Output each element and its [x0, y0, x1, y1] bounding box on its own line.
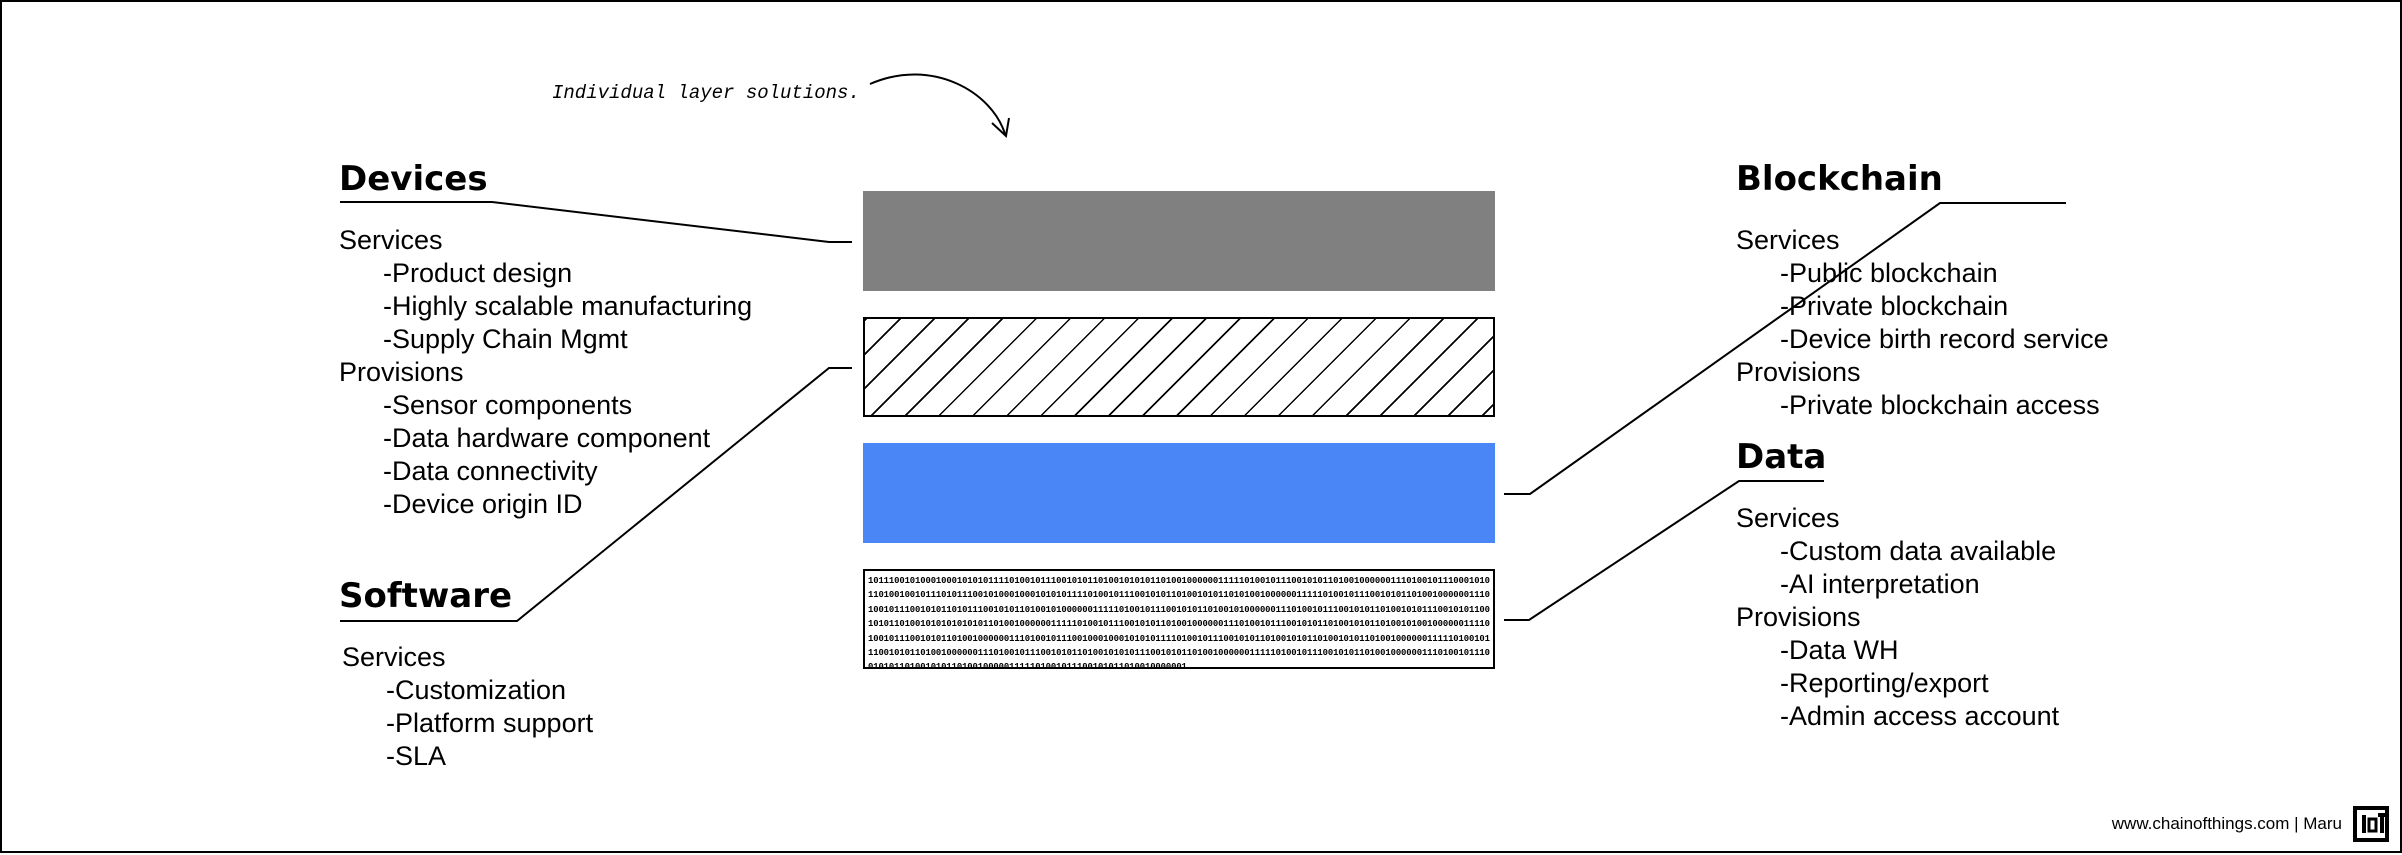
blockchain-services-label: Services: [1736, 225, 1840, 255]
data-provision-item: -Data WH: [1780, 635, 1899, 665]
caption-arrow: [869, 73, 1006, 135]
blockchain-service-item: -Private blockchain: [1780, 291, 2009, 321]
blockchain-connector: [1504, 202, 2066, 495]
devices-connector: [340, 201, 852, 243]
software-title: Software: [339, 576, 513, 616]
data-provision-item: -Admin access account: [1780, 701, 2060, 731]
devices-provision-item: -Data connectivity: [383, 456, 598, 486]
devices-services-label: Services: [339, 225, 443, 255]
data-service-item: -AI interpretation: [1780, 569, 1980, 599]
data-title: Data: [1736, 437, 1827, 477]
data-provision-item: -Reporting/export: [1780, 668, 1989, 698]
caption-text: Individual layer solutions.: [552, 82, 860, 104]
data-provisions-label: Provisions: [1736, 602, 1861, 632]
blockchain-title: Blockchain: [1736, 159, 1943, 199]
software-service-item: -SLA: [386, 741, 447, 771]
software-list: Services -Customization -Platform suppor…: [342, 641, 593, 773]
blockchain-provisions-label: Provisions: [1736, 357, 1861, 387]
devices-provision-item: -Sensor components: [383, 390, 633, 420]
software-layer: [863, 317, 1495, 417]
blockchain-provision-item: -Private blockchain access: [1780, 390, 2100, 420]
software-service-item: -Platform support: [386, 708, 594, 738]
devices-provision-item: -Device origin ID: [383, 489, 583, 519]
devices-title: Devices: [339, 159, 488, 199]
blockchain-service-item: -Device birth record service: [1780, 324, 2109, 354]
software-service-item: -Customization: [386, 675, 567, 705]
blockchain-layer: [863, 443, 1495, 543]
devices-provision-item: -Data hardware component: [383, 423, 711, 453]
data-layer: 1011100101000100010101011110100101110010…: [863, 569, 1495, 669]
data-service-item: -Custom data available: [1780, 536, 2057, 566]
devices-layer: [863, 191, 1495, 291]
blockchain-list: Services -Public blockchain -Private blo…: [1736, 224, 2109, 422]
devices-service-item: -Supply Chain Mgmt: [383, 324, 628, 354]
data-services-label: Services: [1736, 503, 1840, 533]
data-list: Services -Custom data available -AI inte…: [1736, 502, 2059, 733]
caption-arrowhead: [991, 117, 1010, 138]
footer-credit: www.chainofthings.com | Maru: [2111, 814, 2342, 833]
devices-service-item: -Product design: [383, 258, 573, 288]
devices-service-item: -Highly scalable manufacturing: [383, 291, 753, 321]
data-connector: [1504, 480, 1824, 621]
software-connector: [340, 367, 852, 622]
blockchain-service-item: -Public blockchain: [1780, 258, 1998, 288]
devices-provisions-label: Provisions: [339, 357, 464, 387]
software-services-label: Services: [342, 642, 446, 672]
iot-logo-icon: [2353, 806, 2389, 842]
devices-list: Services -Product design -Highly scalabl…: [339, 224, 752, 521]
